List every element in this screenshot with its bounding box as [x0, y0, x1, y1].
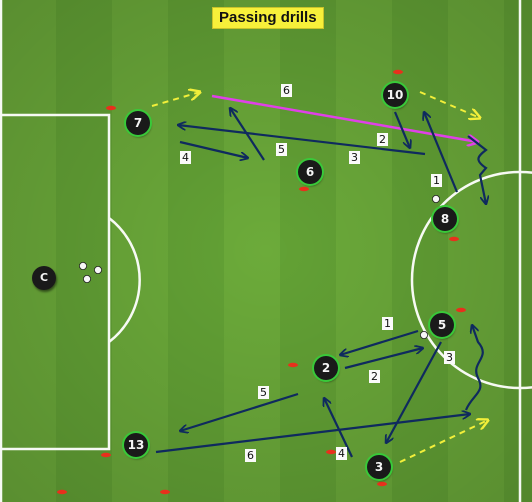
- pass-arrow: [424, 112, 459, 193]
- cone: [288, 362, 298, 368]
- centre-circle: [410, 170, 532, 390]
- pass-label: 2: [377, 133, 388, 146]
- penalty-area: [0, 113, 111, 451]
- cone: [326, 449, 336, 455]
- pass-label: 6: [245, 449, 256, 462]
- player-10: 10: [383, 83, 407, 107]
- ball: [94, 265, 103, 274]
- ball: [431, 194, 440, 203]
- pass-label: 5: [258, 386, 269, 399]
- pass-arrow: [178, 125, 426, 156]
- pass-label: 4: [336, 447, 347, 460]
- pass-label: 3: [349, 151, 360, 164]
- pass-arrow: [155, 414, 470, 454]
- pass-arrow: [324, 398, 353, 458]
- pass-label: 2: [369, 370, 380, 383]
- player-7: 7: [126, 111, 150, 135]
- dribble-arrow: [464, 325, 484, 411]
- pass-arrow: [386, 341, 442, 443]
- pass-arrow: [180, 392, 299, 431]
- pass-arrows: [155, 108, 486, 458]
- pass-label: 1: [431, 174, 442, 187]
- pass-label: 1: [382, 317, 393, 330]
- pass-arrow: [344, 348, 423, 370]
- ball: [419, 330, 428, 339]
- diagram-title: Passing drills: [212, 7, 324, 29]
- run-arrows: [151, 92, 488, 463]
- player-6: 6: [298, 160, 322, 184]
- player-13: 13: [124, 433, 148, 457]
- coach-marker: C: [32, 266, 56, 290]
- cone: [393, 69, 403, 75]
- ball: [83, 274, 92, 283]
- cone: [456, 307, 466, 313]
- cone: [449, 236, 459, 242]
- pass-arrow: [393, 111, 410, 148]
- player-5: 5: [430, 313, 454, 337]
- player-3: 3: [367, 455, 391, 479]
- player-2: 2: [314, 356, 338, 380]
- pass-label: 4: [180, 151, 191, 164]
- run-arrow: [151, 92, 200, 107]
- cones: [57, 69, 466, 495]
- dribble-arrow: [467, 135, 486, 204]
- player-8: 8: [433, 207, 457, 231]
- cone: [101, 452, 111, 458]
- pass-label: 3: [444, 351, 455, 364]
- pass-label: 6: [281, 84, 292, 97]
- pass-label: 5: [276, 143, 287, 156]
- pass-arrow: [179, 140, 248, 158]
- pass-arrow: [340, 329, 419, 355]
- cone: [160, 489, 170, 495]
- balls: [79, 194, 440, 339]
- cone: [57, 489, 67, 495]
- pass-arrow: [230, 108, 265, 161]
- cone: [377, 481, 387, 487]
- cone: [299, 186, 309, 192]
- penalty-arc: [108, 217, 141, 343]
- cone: [106, 105, 116, 111]
- ball: [79, 261, 88, 270]
- run-arrow: [399, 420, 488, 463]
